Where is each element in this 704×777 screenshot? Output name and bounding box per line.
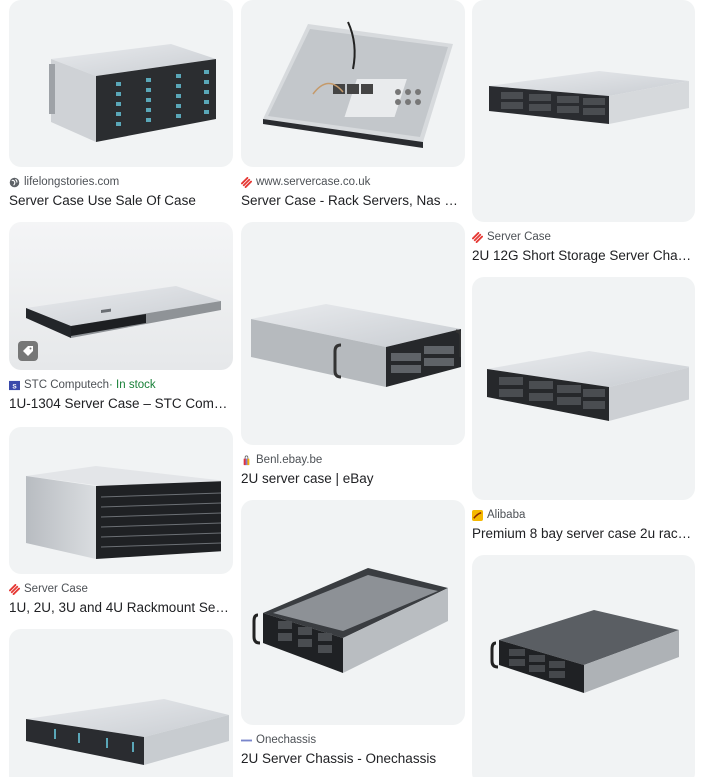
result-thumbnail[interactable] [241,222,465,445]
image-result[interactable]: Alibaba Premium 8 bay server case 2u rac… [472,277,695,543]
result-thumbnail[interactable] [241,500,465,725]
result-source[interactable]: Server Case [9,581,233,597]
onechassis-logo-icon [241,735,252,746]
result-source[interactable]: www.servercase.co.uk [241,174,465,190]
servercase-logo-icon [472,231,483,243]
result-title[interactable]: Server Case - Rack Servers, Nas Ca… [241,193,465,208]
result-thumbnail[interactable] [241,0,465,167]
result-thumbnail[interactable] [472,0,695,222]
image-result[interactable]: Benl.ebay.be 2U server case | eBay [241,222,465,488]
result-thumbnail[interactable] [9,222,233,370]
image-result[interactable]: S STC Computech · In stock 1U-1304 Serve… [9,222,233,413]
server-2u-dark-image [490,610,679,693]
result-thumbnail[interactable] [472,277,695,500]
open-1u-chassis-image [263,21,453,148]
result-source[interactable]: lifelongstories.com [9,174,233,190]
alibaba-logo-icon [472,509,483,521]
server-4u-rackmount-image [26,465,221,559]
stock-status: · In stock [109,379,156,391]
globe-icon [9,177,20,188]
result-title[interactable]: Server Case Use Sale Of Case [9,193,196,208]
result-title[interactable]: 2U Server Chassis - Onechassis [241,751,437,766]
image-result[interactable]: www.servercase.co.uk Server Case - Rack … [241,0,465,210]
server-2u-short-image [488,71,689,124]
image-result[interactable]: Onechassis 2U Server Chassis - Onechassi… [241,500,465,768]
result-thumbnail[interactable] [9,629,233,777]
image-result[interactable] [9,629,233,777]
server-4u-image [49,43,216,142]
result-thumbnail[interactable] [9,0,233,167]
image-result[interactable] [472,555,695,777]
result-title[interactable]: Premium 8 bay server case 2u rack… [472,526,695,541]
result-source[interactable]: Alibaba [472,507,695,523]
server-2u-image [25,699,229,765]
servercase-logo-icon [241,176,252,188]
result-title[interactable]: 1U, 2U, 3U and 4U Rackmount Serv… [9,600,233,615]
stc-logo-icon: S [9,380,20,391]
svg-text:S: S [12,383,17,390]
image-result[interactable]: Server Case 2U 12G Short Storage Server … [472,0,695,265]
servercase-logo-icon [9,583,20,595]
result-title[interactable]: 2U server case | eBay [241,471,374,486]
result-title[interactable]: 2U 12G Short Storage Server Chass… [472,248,695,263]
open-2u-chassis-image [252,567,448,673]
server-2u-image [250,303,461,387]
server-1u-image [26,286,221,338]
ebay-bag-icon [241,455,252,466]
image-result[interactable]: lifelongstories.com Server Case Use Sale… [9,0,233,210]
result-source[interactable]: Benl.ebay.be [241,452,465,468]
product-tag-icon [18,341,38,361]
image-result[interactable]: Server Case 1U, 2U, 3U and 4U Rackmount … [9,427,233,617]
result-thumbnail[interactable] [472,555,695,777]
result-source[interactable]: S STC Computech · In stock [9,377,233,393]
result-source[interactable]: Server Case [472,229,695,245]
result-title[interactable]: 1U-1304 Server Case – STC Compu… [9,396,233,411]
server-2u-8bay-image [486,350,689,421]
result-source[interactable]: Onechassis [241,732,465,748]
result-thumbnail[interactable] [9,427,233,574]
